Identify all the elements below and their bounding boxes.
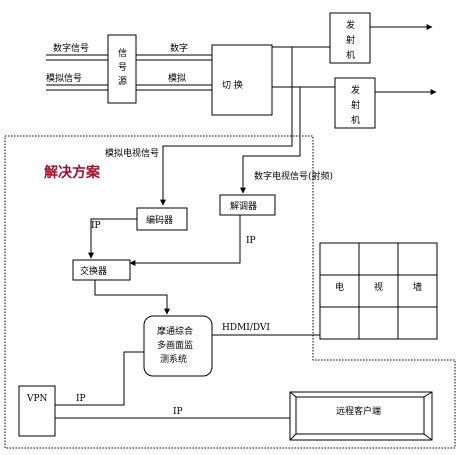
monitor-system-box (143, 315, 213, 377)
vpn-box (18, 385, 56, 437)
transmitter-1-box (329, 12, 371, 64)
signal-source-char-3: 源 (118, 76, 127, 87)
tx1-char-3: 机 (346, 49, 355, 61)
monitor-to-vpn (55, 351, 144, 406)
input-digital-label: 数字信号 (53, 42, 89, 54)
monitor-line-1: 摩通综合 (157, 325, 193, 337)
tx2-char-2: 射 (351, 99, 360, 111)
wire-analog-label: 模拟 (168, 72, 186, 84)
solution-title: 解决方案 (44, 164, 101, 181)
ip-label-demodulator: IP (246, 236, 256, 246)
demodulator-box (219, 194, 276, 216)
solution-boundary (4, 135, 456, 449)
demodulator-label: 解调器 (230, 200, 257, 212)
tx2-char-3: 机 (351, 114, 360, 126)
tv-wall-char-3: 墙 (413, 281, 422, 293)
input-analog-label: 模拟信号 (46, 72, 82, 84)
signal-source-char-2: 号 (118, 62, 127, 73)
switcher-label: 交换器 (80, 265, 107, 277)
signal-source-box (107, 34, 137, 104)
analog-tv-tap (160, 47, 293, 206)
tx2-char-1: 发 (351, 84, 360, 96)
analog-tv-signal-label: 模拟电视信号 (105, 147, 159, 159)
tx1-char-2: 射 (346, 34, 355, 46)
remote-client-label: 远程客户端 (336, 405, 381, 417)
demodulator-to-switcher (129, 215, 241, 266)
monitor-line-3: 测系统 (160, 353, 187, 365)
switch-label: 切 换 (222, 79, 243, 91)
switcher-box (72, 259, 131, 281)
tv-wall-grid (319, 242, 438, 340)
digital-tv-tap (240, 87, 301, 194)
ip-label-encoder: IP (91, 221, 101, 231)
vpn-label: VPN (26, 394, 48, 404)
signal-source-char-1: 信 (118, 47, 127, 59)
tv-wall-char-1: 电 (335, 281, 344, 293)
encoder-label: 编码器 (146, 214, 173, 226)
hdmi-label: HDMI/DVI (222, 323, 270, 333)
ip-label-vpn-1: IP (76, 394, 86, 404)
monitor-line-2: 多画面监 (157, 339, 193, 351)
tv-wall-char-2: 视 (374, 281, 383, 293)
encoder-to-switcher (88, 218, 137, 259)
switch-box (211, 44, 273, 116)
wire-digital-label: 数字 (170, 42, 188, 54)
transmitter-2-box (334, 77, 376, 129)
digital-tv-signal-label: 数字电视信号(射频) (254, 170, 333, 182)
ip-label-vpn-2: IP (173, 407, 183, 417)
switcher-to-monitor (94, 280, 170, 315)
remote-client-box (289, 391, 433, 441)
tx1-char-1: 发 (346, 19, 355, 31)
